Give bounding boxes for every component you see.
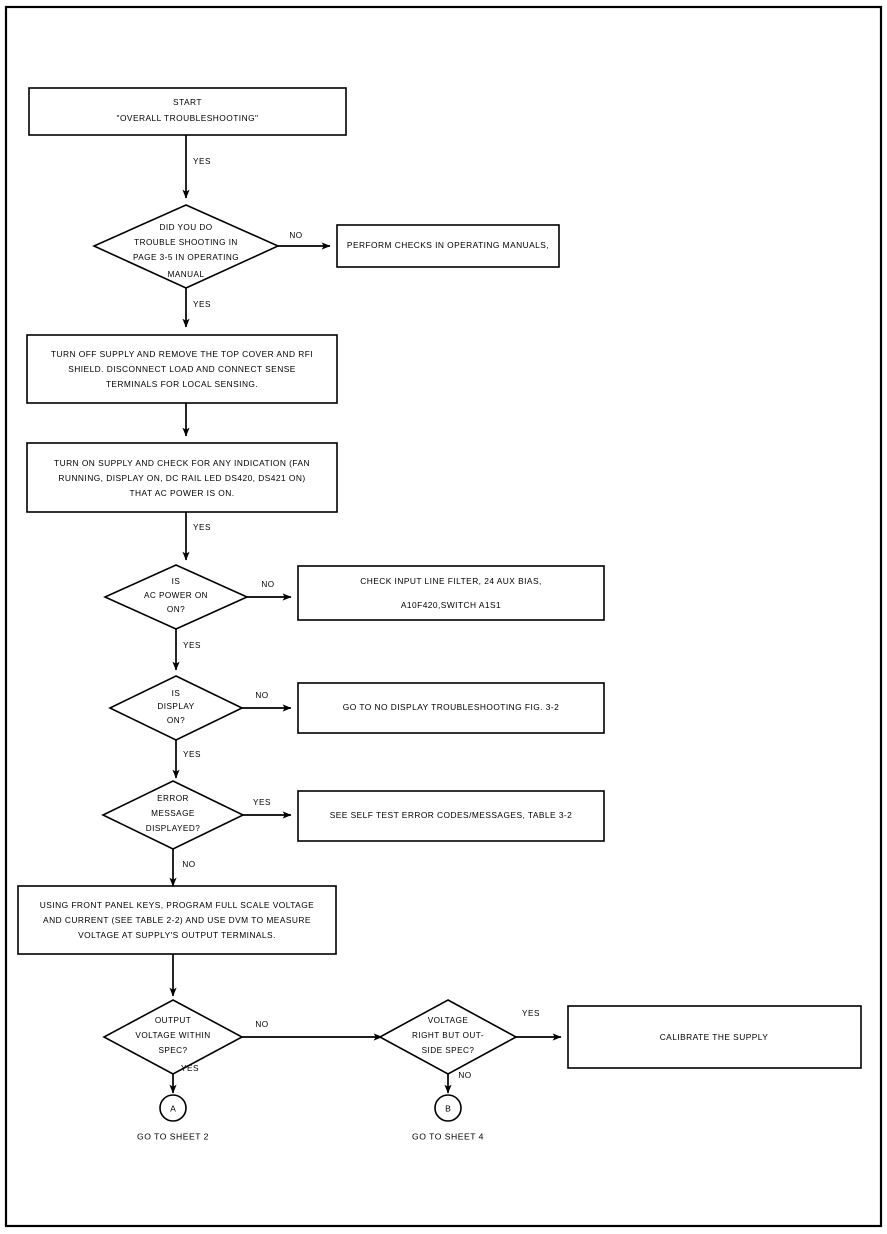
node-output-voltage-line-1: OUTPUT [155,1016,191,1025]
node-did-you-do-line-4: MANUAL [168,270,205,279]
node-see-self-test-line-1: SEE SELF TEST ERROR CODES/MESSAGES, TABL… [330,810,573,820]
node-go-to-no-display: GO TO NO DISPLAY TROUBLESHOOTING FIG. 3-… [297,682,605,734]
edge-label-start-yes: YES [193,157,211,166]
edge-output-voltage-yes: YES [169,1064,199,1094]
node-turn-off-supply-line-2: SHIELD. DISCONNECT LOAD AND CONNECT SENS… [68,364,296,374]
edge-did-you-do-yes: YES [182,288,211,328]
edge-label-error-yes: YES [253,798,271,807]
node-is-ac-power-on-line-3: ON? [167,605,185,614]
node-output-voltage-line-3: SPEC? [158,1046,187,1055]
node-is-display-on-line-1: IS [172,689,181,698]
page-frame [4,5,883,1228]
node-is-display-on-line-3: ON? [167,716,185,725]
node-start: START "OVERALL TROUBLESHOOTING" [28,87,347,136]
edge-voltage-right-no: NO [444,1071,471,1094]
edge-display-no: NO [242,691,292,712]
node-output-voltage-line-2: VOLTAGE WITHIN [135,1031,210,1040]
node-did-you-do-line-2: TROUBLE SHOOTING IN [134,238,238,247]
node-turn-off-supply-line-1: TURN OFF SUPPLY AND REMOVE THE TOP COVER… [51,349,313,359]
node-calibrate-the-supply-line-1: CALIBRATE THE SUPPLY [660,1032,769,1042]
node-voltage-right-line-2: RIGHT BUT OUT- [412,1031,484,1040]
node-is-display-on-line-2: DISPLAY [157,702,194,711]
node-did-you-do-line-3: PAGE 3-5 IN OPERATING [133,253,239,262]
node-turn-on-supply-line-1: TURN ON SUPPLY AND CHECK FOR ANY INDICAT… [54,458,310,468]
node-did-you-do: DID YOU DO TROUBLE SHOOTING IN PAGE 3-5 … [92,204,280,289]
node-perform-checks-line-1: PERFORM CHECKS IN OPERATING MANUALS, [347,240,549,250]
node-check-input-line-filter: CHECK INPUT LINE FILTER, 24 AUX BIAS, A1… [297,565,605,621]
node-voltage-right-line-1: VOLTAGE [428,1016,469,1025]
node-using-front-panel-keys-line-1: USING FRONT PANEL KEYS, PROGRAM FULL SCA… [40,900,314,910]
edge-label-turn-on-yes: YES [193,523,211,532]
connector-b-note: GO TO SHEET 4 [412,1131,484,1141]
connector-a: A GO TO SHEET 2 [137,1094,209,1141]
edge-label-ac-power-no: NO [261,580,274,589]
edge-label-did-you-do-yes: YES [193,300,211,309]
node-using-front-panel-keys-line-3: VOLTAGE AT SUPPLY'S OUTPUT TERMINALS. [78,930,276,940]
edge-label-voltage-right-no: NO [458,1071,471,1080]
node-using-front-panel-keys: USING FRONT PANEL KEYS, PROGRAM FULL SCA… [17,885,337,955]
connector-b: B GO TO SHEET 4 [412,1094,484,1141]
node-turn-on-supply: TURN ON SUPPLY AND CHECK FOR ANY INDICAT… [26,442,338,513]
node-is-ac-power-on-line-2: AC POWER ON [144,591,208,600]
node-voltage-right-line-3: SIDE SPEC? [422,1046,475,1055]
node-check-input-line-filter-line-1: CHECK INPUT LINE FILTER, 24 AUX BIAS, [360,576,542,586]
edge-label-output-voltage-no: NO [255,1020,268,1029]
node-see-self-test: SEE SELF TEST ERROR CODES/MESSAGES, TABL… [297,790,605,842]
node-error-message-displayed: ERROR MESSAGE DISPLAYED? [101,780,245,850]
edge-display-yes: YES [172,740,201,779]
node-perform-checks: PERFORM CHECKS IN OPERATING MANUALS, [336,224,560,268]
connector-b-letter: B [445,1103,451,1113]
node-did-you-do-line-1: DID YOU DO [159,223,212,232]
edge-label-voltage-right-yes: YES [522,1009,540,1018]
connector-a-letter: A [170,1103,176,1113]
node-turn-on-supply-line-2: RUNNING, DISPLAY ON, DC RAIL LED DS420, … [58,473,305,483]
edge-label-did-you-do-no: NO [289,231,302,240]
node-error-message-line-3: DISPLAYED? [146,824,200,833]
node-error-message-line-2: MESSAGE [151,809,195,818]
node-turn-off-supply-line-3: TERMINALS FOR LOCAL SENSING. [106,379,258,389]
connector-a-note: GO TO SHEET 2 [137,1131,209,1141]
edge-label-display-yes: YES [183,750,201,759]
node-is-ac-power-on-line-1: IS [172,577,181,586]
node-turn-off-supply: TURN OFF SUPPLY AND REMOVE THE TOP COVER… [26,334,338,404]
node-output-voltage-within-spec: OUTPUT VOLTAGE WITHIN SPEC? [102,999,244,1075]
node-using-front-panel-keys-line-2: AND CURRENT (SEE TABLE 2-2) AND USE DVM … [43,915,311,925]
node-turn-on-supply-line-3: THAT AC POWER IS ON. [129,488,234,498]
node-calibrate-the-supply: CALIBRATE THE SUPPLY [567,1005,862,1069]
edge-turn-on-to-ac-power: YES [182,512,211,561]
edge-label-display-no: NO [255,691,268,700]
edge-error-yes: YES [243,798,292,819]
edge-label-output-voltage-yes: YES [181,1064,199,1073]
edge-voltage-right-yes: YES [516,1009,562,1041]
edge-ac-power-no: NO [247,580,292,601]
node-start-line-1: START [173,97,202,107]
edge-output-voltage-no: NO [242,1020,383,1041]
node-check-input-line-filter-line-3: A10F420,SWITCH A1S1 [401,600,501,610]
node-is-ac-power-on: IS AC POWER ON ON? [103,564,249,630]
node-go-to-no-display-line-1: GO TO NO DISPLAY TROUBLESHOOTING FIG. 3-… [343,702,559,712]
edge-error-no: NO [169,849,195,887]
node-voltage-right-but-outside-spec: VOLTAGE RIGHT BUT OUT- SIDE SPEC? [378,999,518,1075]
edge-start-to-did-you-do: YES [182,135,211,199]
node-error-message-line-1: ERROR [157,794,189,803]
edge-did-you-do-no: NO [278,231,331,250]
edge-label-error-no: NO [182,860,195,869]
edge-label-ac-power-yes: YES [183,641,201,650]
node-is-display-on: IS DISPLAY ON? [108,675,244,741]
edge-ac-power-yes: YES [172,629,201,671]
node-start-line-2: "OVERALL TROUBLESHOOTING" [117,113,259,123]
